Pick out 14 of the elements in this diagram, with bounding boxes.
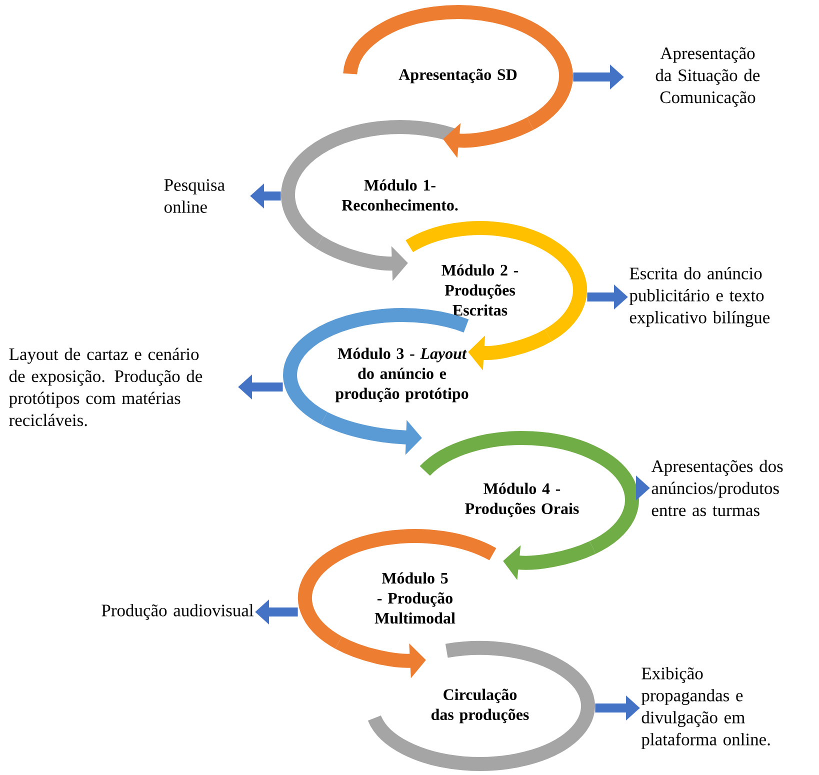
description-text: Apresentações dos anúncios/produtos entre as turmas — [651, 460, 783, 516]
stage-label: Módulo 2 - Produções Escritas — [442, 264, 518, 316]
description-text: Exibição propagandas e divulgação em plataforma online. — [642, 667, 770, 749]
description-text: Apresentação da Situação de Comunicação — [656, 47, 760, 107]
stage-label: Circulação das produções — [431, 688, 529, 724]
description-text: Pesquisa online — [164, 179, 225, 213]
stage-label: Módulo 5 - Produção Multimodal — [374, 572, 456, 624]
description-text: Produção audiovisual — [102, 604, 254, 620]
stage-label: Módulo 1- Reconhecimento. — [342, 179, 458, 211]
stage-label: Módulo 3 - Layout do anúncio e produção protótipo — [335, 348, 468, 402]
description-text: Escrita do anúncio publicitário e texto explicativo bilíngue — [629, 267, 770, 327]
description-text: Layout de cartaz e cenário de exposição. Produção de protótipos com matérias recicláveis. — [9, 348, 202, 426]
stage-label: Apresentação SD — [398, 68, 517, 84]
stage-label: Módulo 4 - Produções Orais — [465, 482, 579, 518]
